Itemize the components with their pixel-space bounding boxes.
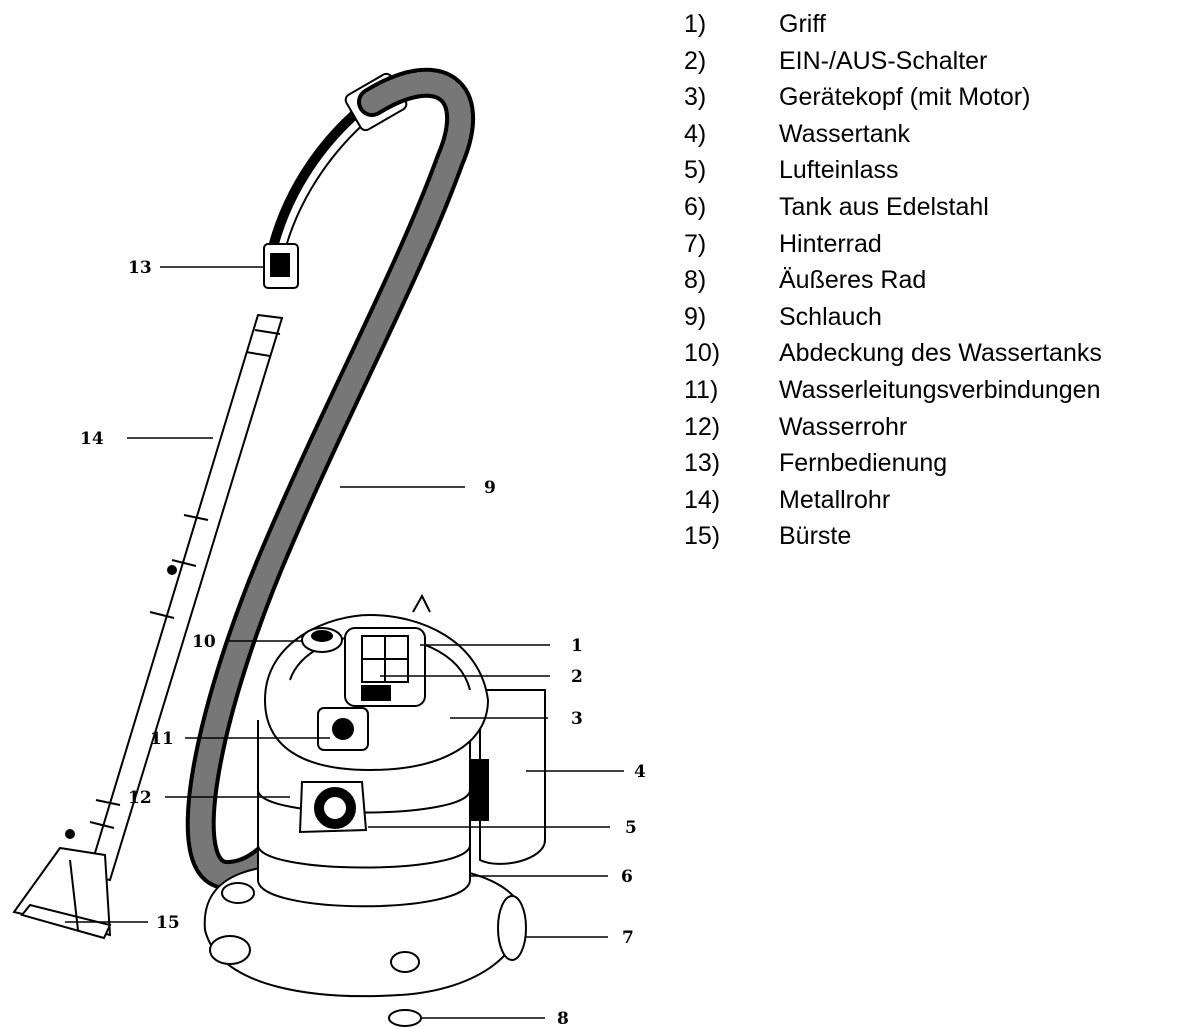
callout-2: 2	[571, 667, 583, 687]
callout-10: 10	[192, 632, 216, 652]
legend-item: 14) Metallrohr	[684, 482, 1199, 519]
legend-label: Bürste	[779, 522, 852, 551]
legend-label: Lufteinlass	[779, 156, 899, 185]
legend-label: EIN-/AUS-Schalter	[779, 46, 988, 75]
legend-label: Hinterrad	[779, 229, 882, 258]
legend-number: 14)	[684, 485, 721, 514]
legend-label: Äußeres Rad	[779, 266, 927, 295]
callout-1: 1	[571, 636, 583, 656]
legend-number: 3)	[684, 83, 707, 112]
legend-number: 8)	[684, 266, 707, 295]
legend-item: 5) Lufteinlass	[684, 152, 1199, 189]
vacuum-cleaner-drawing: 13 14 9 10 1 2 3 11 4 12 5 6 7 15 8	[12, 67, 646, 1027]
callout-11: 11	[150, 729, 174, 749]
legend-label: Gerätekopf (mit Motor)	[779, 83, 1031, 112]
callout-9: 9	[484, 478, 496, 498]
legend-number: 9)	[684, 302, 707, 331]
legend-item: 11) Wasserleitungsverbindungen	[684, 372, 1199, 409]
metal-tube-illustration	[65, 313, 284, 882]
callout-12: 12	[128, 788, 152, 808]
legend-item: 8) Äußeres Rad	[684, 262, 1199, 299]
legend-number: 7)	[684, 229, 707, 258]
legend-item: 15) Bürste	[684, 518, 1199, 555]
legend-item: 10) Abdeckung des Wassertanks	[684, 335, 1199, 372]
callout-7: 7	[622, 928, 634, 948]
legend-item: 13) Fernbedienung	[684, 445, 1199, 482]
legend-item: 4) Wassertank	[684, 116, 1199, 153]
legend-label: Wasserrohr	[779, 412, 908, 441]
callout-14: 14	[80, 429, 104, 449]
callout-15: 15	[156, 913, 180, 933]
callout-6: 6	[621, 867, 633, 887]
callout-13: 13	[128, 258, 152, 278]
legend-label: Wassertank	[779, 119, 911, 148]
callout-numbers: 13 14 9 10 1 2 3 11 4 12 5 6 7 15 8	[80, 258, 646, 1027]
legend-label: Fernbedienung	[779, 449, 948, 478]
legend-item: 1) Griff	[684, 6, 1199, 43]
callout-4: 4	[634, 762, 646, 782]
legend-label: Abdeckung des Wassertanks	[779, 339, 1102, 368]
legend-number: 2)	[684, 46, 707, 75]
legend-number: 12)	[684, 412, 721, 441]
legend-item: 2) EIN-/AUS-Schalter	[684, 43, 1199, 80]
vacuum-body-illustration	[203, 593, 546, 1027]
legend-number: 4)	[684, 119, 707, 148]
legend-label: Schlauch	[779, 302, 882, 331]
parts-legend: 1) Griff 2) EIN-/AUS-Schalter 3) Gerätek…	[684, 6, 1199, 555]
callout-3: 3	[571, 709, 583, 729]
legend-label: Tank aus Edelstahl	[779, 192, 989, 221]
legend-item: 3) Gerätekopf (mit Motor)	[684, 79, 1199, 116]
legend-item: 6) Tank aus Edelstahl	[684, 189, 1199, 226]
legend-number: 1)	[684, 10, 707, 38]
legend-item: 7) Hinterrad	[684, 226, 1199, 263]
legend-label: Griff	[779, 10, 826, 38]
leader-lines	[65, 266, 624, 1019]
legend-number: 11)	[684, 375, 719, 404]
legend-number: 6)	[684, 192, 707, 221]
legend-item: 9) Schlauch	[684, 299, 1199, 336]
callout-5: 5	[625, 818, 637, 838]
legend-number: 13)	[684, 449, 721, 478]
callout-8: 8	[557, 1009, 569, 1027]
legend-number: 5)	[684, 156, 707, 185]
legend-item: 12) Wasserrohr	[684, 409, 1199, 446]
legend-number: 10)	[684, 339, 721, 368]
legend-number: 15)	[684, 522, 721, 551]
legend-label: Metallrohr	[779, 485, 891, 514]
brush-illustration	[12, 846, 112, 940]
legend-label: Wasserleitungsverbindungen	[779, 375, 1101, 404]
